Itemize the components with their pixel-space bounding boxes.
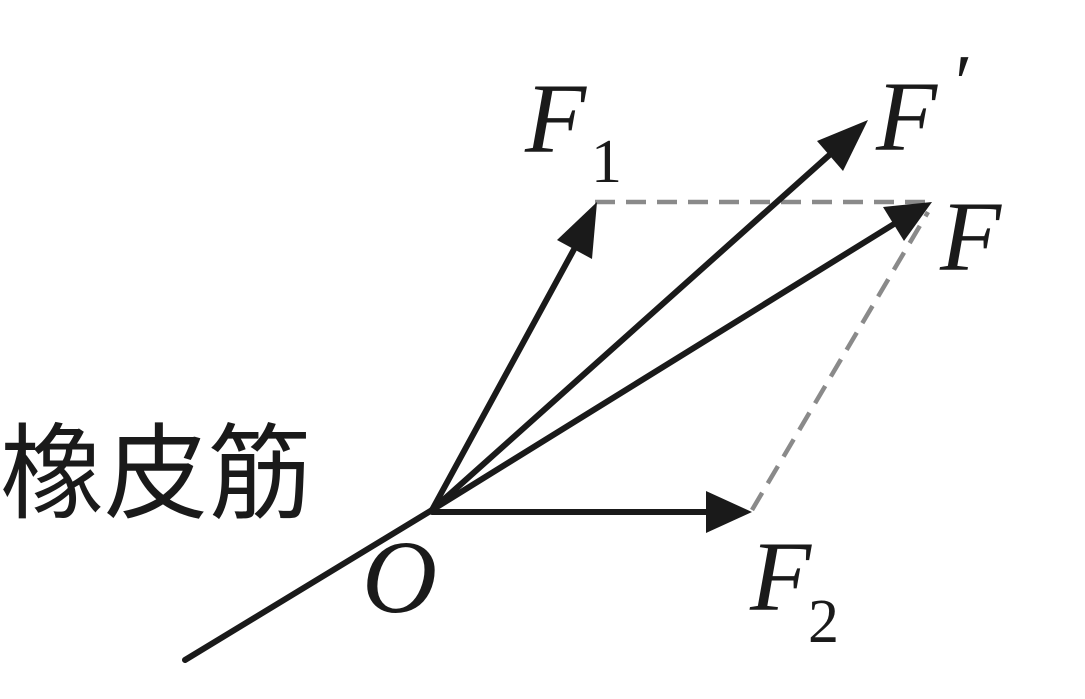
vector-f-arrowhead (883, 202, 932, 241)
vector-f2-arrowhead (706, 491, 752, 533)
vector-f-prime (429, 120, 868, 513)
vector-f (429, 202, 932, 513)
vector-f2 (429, 491, 752, 533)
vector-f-prime-arrowhead (817, 120, 868, 171)
f-prime-label: F (875, 61, 938, 172)
dashed-line-f2-to-f (750, 210, 930, 512)
vector-f1-shaft (429, 239, 581, 513)
f1-label: F (524, 63, 587, 174)
f2-subscript: 2 (808, 588, 839, 656)
vector-f-prime-shaft (429, 147, 838, 513)
rubber-band-line (182, 507, 435, 663)
f-prime-mark: ′ (950, 40, 969, 128)
f1-subscript: 1 (591, 128, 622, 196)
f-resultant-label: F (939, 181, 1002, 292)
vector-f1 (429, 202, 597, 513)
vector-f1-arrowhead (557, 202, 597, 259)
rubber-band-label: 橡皮筋 (0, 413, 312, 535)
origin-label: O (362, 520, 437, 635)
f2-label: F (749, 521, 812, 632)
vector-f-shaft (429, 221, 897, 513)
